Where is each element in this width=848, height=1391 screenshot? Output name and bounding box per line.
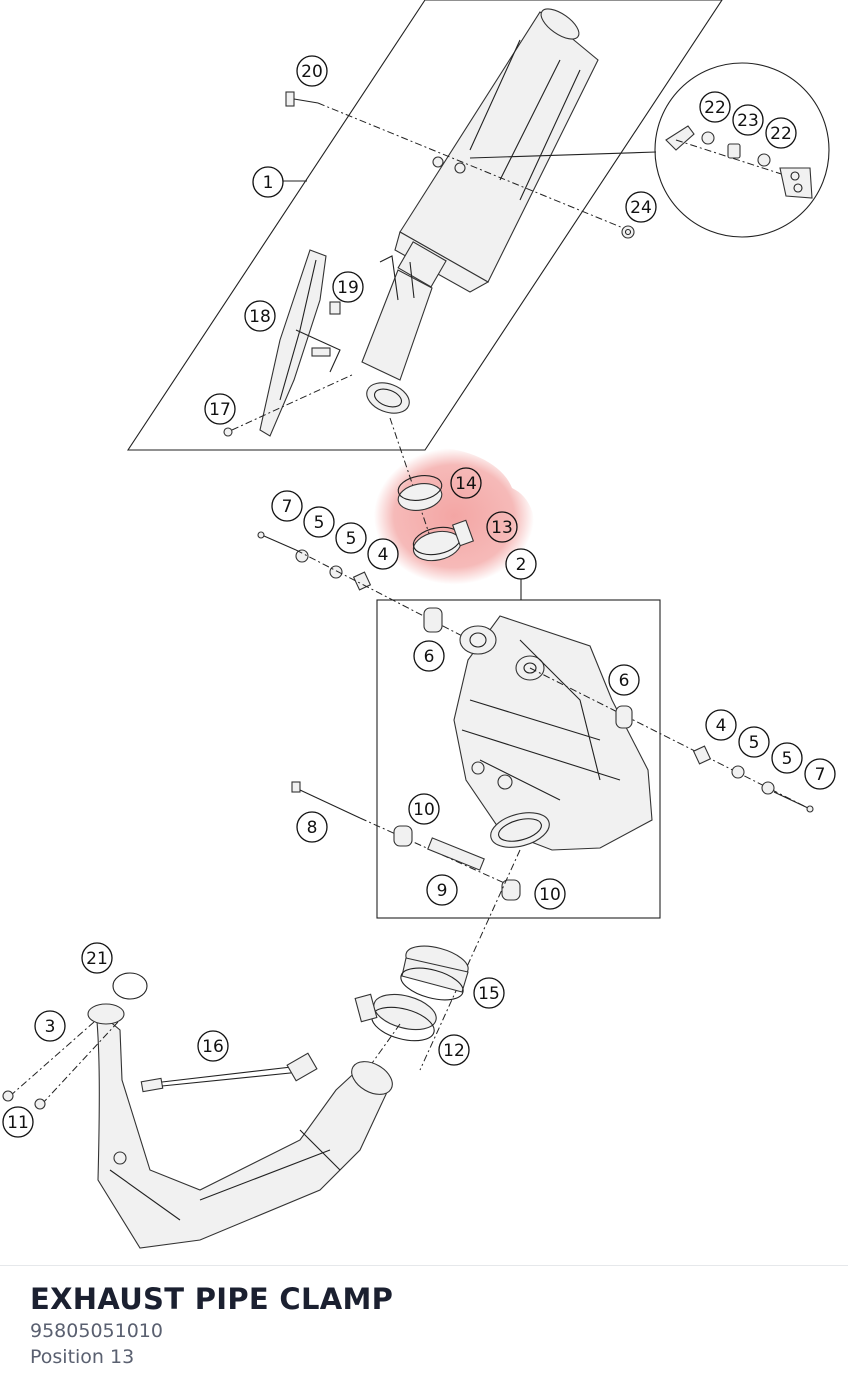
callout-18[interactable]: 18 [244,300,276,332]
detail-mounting-parts [665,125,813,199]
callout-label: 11 [7,1113,29,1133]
detail-view-circle [654,62,830,238]
callout-label: 15 [478,984,500,1004]
callout-21[interactable]: 21 [81,942,113,974]
spacer-9-part[interactable] [427,837,485,871]
callout-10[interactable]: 10 [408,793,440,825]
callout-23[interactable]: 23 [732,104,764,136]
callout-6[interactable]: 6 [413,640,445,672]
callout-label: 22 [770,124,792,144]
callout-label: 10 [539,885,561,905]
callout-label: 5 [314,513,325,533]
callout-17[interactable]: 17 [204,393,236,425]
callout-7[interactable]: 7 [271,490,303,522]
part-title: EXHAUST PIPE CLAMP [30,1282,394,1316]
grommet-10-upper[interactable] [393,825,413,847]
callout-label: 23 [737,111,759,131]
callout-label: 24 [630,198,652,218]
callout-5[interactable]: 5 [738,726,770,758]
callout-label: 14 [455,474,477,494]
callout-22[interactable]: 22 [765,117,797,149]
callout-label: 4 [378,545,389,565]
callout-label: 13 [491,518,513,538]
muffler-group-frame [376,599,661,919]
callout-16[interactable]: 16 [197,1030,229,1062]
callout-label: 22 [704,98,726,118]
header-pipe-3-part[interactable] [87,1003,398,1249]
callout-2[interactable]: 2 [505,548,537,580]
callout-label: 16 [202,1037,224,1057]
gasket-21-part[interactable] [112,972,148,1000]
callout-label: 4 [716,716,727,736]
callout-4[interactable]: 4 [705,709,737,741]
callout-label: 6 [619,671,630,691]
clamp-13-part[interactable] [411,519,475,564]
callout-4[interactable]: 4 [367,538,399,570]
callout-12[interactable]: 12 [438,1034,470,1066]
grommet-6-left[interactable] [423,607,443,633]
callout-label: 3 [45,1017,56,1037]
sleeve-15-part[interactable] [397,940,471,1006]
callout-label: 17 [209,400,231,420]
grommet-6-right[interactable] [615,705,633,729]
right-mount-hardware[interactable] [692,745,814,813]
callout-label: 5 [749,733,760,753]
callout-15[interactable]: 15 [473,977,505,1009]
callout-label: 9 [437,881,448,901]
screw-17-part[interactable] [223,427,233,437]
callout-20[interactable]: 20 [296,55,328,87]
callout-label: 5 [782,749,793,769]
callout-1[interactable]: 1 [252,166,284,198]
muffler-2-part[interactable] [453,615,653,853]
callout-10[interactable]: 10 [534,878,566,910]
bolt-8-part[interactable] [291,781,361,819]
callout-6[interactable]: 6 [608,664,640,696]
callout-label: 10 [413,800,435,820]
callout-label: 6 [424,647,435,667]
callout-label: 20 [301,62,323,82]
callout-label: 2 [516,555,527,575]
clamp-12-part[interactable] [354,988,440,1047]
callout-5[interactable]: 5 [771,742,803,774]
callout-label: 18 [249,307,271,327]
callout-3[interactable]: 3 [34,1010,66,1042]
heat-shield-18-part[interactable] [259,249,341,437]
callout-9[interactable]: 9 [426,874,458,906]
callout-22[interactable]: 22 [699,91,731,123]
grommet-10-lower[interactable] [501,879,521,901]
callout-label: 8 [307,818,318,838]
callout-5[interactable]: 5 [303,506,335,538]
sensor-16-part[interactable] [140,1052,318,1093]
bolt-20-part[interactable] [285,91,319,107]
callout-label: 19 [337,278,359,298]
callout-14[interactable]: 14 [450,467,482,499]
nuts-11-part[interactable] [2,1090,46,1110]
silencer-part[interactable] [361,3,599,418]
callout-label: 7 [282,497,293,517]
callout-7[interactable]: 7 [804,758,836,790]
callout-label: 7 [815,765,826,785]
callout-11[interactable]: 11 [2,1106,34,1138]
callout-8[interactable]: 8 [296,811,328,843]
callout-19[interactable]: 19 [332,271,364,303]
part-number: 95805051010 [30,1320,163,1342]
nut-24-part[interactable] [621,225,635,239]
callout-label: 5 [346,529,357,549]
callout-label: 21 [86,949,108,969]
callout-5[interactable]: 5 [335,522,367,554]
exhaust-exploded-diagram: 2012223222419181714137554266455710891021… [2,0,836,1249]
sleeve-14-part[interactable] [396,472,444,513]
part-position: Position 13 [30,1346,135,1368]
left-mount-hardware[interactable] [257,531,372,591]
clip-19-part[interactable] [329,301,341,315]
callout-label: 12 [443,1041,465,1061]
callout-label: 1 [263,173,274,193]
callout-13[interactable]: 13 [486,511,518,543]
part-info-panel: EXHAUST PIPE CLAMP 95805051010 Position … [0,1265,848,1391]
callout-24[interactable]: 24 [625,191,657,223]
